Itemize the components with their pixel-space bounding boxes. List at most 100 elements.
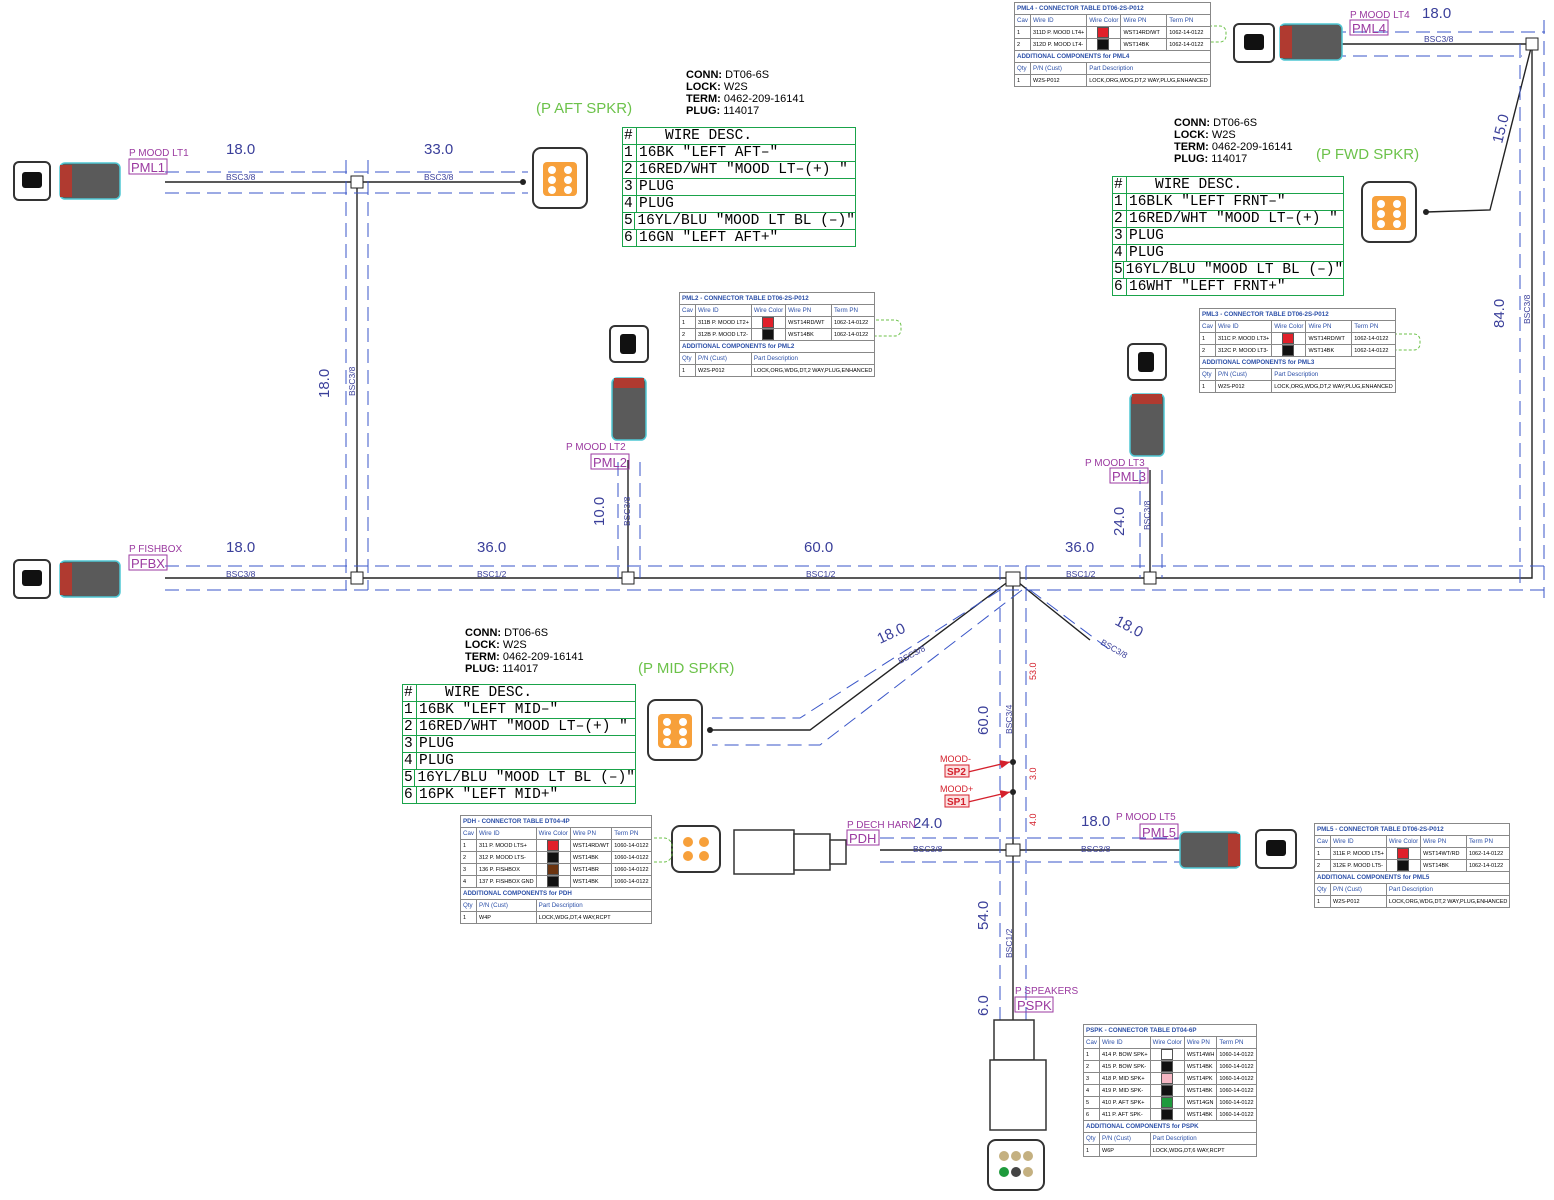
wire-color-cell bbox=[1086, 38, 1122, 51]
column-header: Term PN bbox=[611, 827, 652, 840]
wire-description: PLUG bbox=[639, 196, 674, 212]
column-header: Qty bbox=[1313, 883, 1332, 896]
part-description: LOCK,WDG,DT,4 WAY,RCPT bbox=[535, 911, 652, 924]
term-pn: 1062-14-0122 bbox=[1166, 38, 1211, 51]
wire-color-swatch bbox=[546, 852, 559, 863]
column-header: Qty bbox=[678, 352, 697, 365]
column-header: Part Description bbox=[1149, 1132, 1257, 1145]
sp2-id: SP2 bbox=[947, 767, 966, 778]
cavity: 2 bbox=[678, 328, 697, 341]
bundle-label: BSC3/8 bbox=[1424, 34, 1454, 44]
aft-speaker-title: (P AFT SPKR) bbox=[536, 100, 633, 117]
wire-color-swatch bbox=[761, 317, 774, 328]
dim-pml5: 18.0 bbox=[1081, 813, 1110, 830]
pml4-id: PML4 bbox=[1352, 21, 1386, 36]
additional-components-title: ADDITIONAL COMPONENTS for PML2 bbox=[678, 340, 876, 353]
cavity: 1 bbox=[1313, 847, 1332, 860]
qty: 1 bbox=[1082, 1144, 1101, 1157]
pin-number: 4 bbox=[623, 196, 637, 212]
wire-id: 312C P. MOOD LT3- bbox=[1215, 344, 1273, 357]
pdh-label: P DECH HARN bbox=[847, 820, 916, 831]
additional-components-title: ADDITIONAL COMPONENTS for PML3 bbox=[1199, 356, 1396, 369]
dim-down-b: 54.0 bbox=[975, 901, 992, 930]
part-number: W2S-P012 bbox=[1215, 380, 1273, 393]
cavity: 6 bbox=[1082, 1108, 1101, 1121]
pin-number: 1 bbox=[623, 145, 637, 161]
pin-number: # bbox=[403, 685, 417, 701]
cavity: 2 bbox=[1313, 859, 1332, 872]
wire-description: 16GN "LEFT AFT+" bbox=[639, 230, 779, 246]
splice-arrows bbox=[967, 760, 1011, 803]
wire-color-swatch bbox=[1396, 848, 1409, 859]
additional-components-title: ADDITIONAL COMPONENTS for PSPK bbox=[1083, 1120, 1257, 1133]
part-number: W4P bbox=[476, 911, 537, 924]
cavity: 3 bbox=[1082, 1072, 1101, 1085]
qty: 1 bbox=[678, 364, 697, 377]
dim-sp2: 3.0 bbox=[1028, 767, 1038, 780]
cavity: 1 bbox=[1082, 1048, 1101, 1061]
dimension-labels: 18.0 33.0 18.0 36.0 60.0 36.0 18.0 18.0 … bbox=[226, 5, 1513, 1016]
wire-id: 410 P. AFT SPK+ bbox=[1099, 1096, 1151, 1109]
wire-description: 16PK "LEFT MID+" bbox=[419, 787, 559, 803]
wire-id: 418 P. MID SPK+ bbox=[1099, 1072, 1151, 1085]
wire-pn: WST14BK bbox=[1420, 859, 1467, 872]
bundle-label: BSC1/2 bbox=[1066, 569, 1096, 579]
wire-id: 311 P. MOOD LTS+ bbox=[476, 839, 537, 852]
wire-desc-row: 1 16BK "LEFT AFT–" bbox=[623, 144, 855, 161]
fwd-speaker-specs: CONN: DT06-6S LOCK: W2S TERM: 0462-209-1… bbox=[1174, 117, 1293, 165]
wire-id: 414 P. BOW SPK+ bbox=[1099, 1048, 1151, 1061]
column-header: P/N (Cust) bbox=[1099, 1132, 1151, 1145]
pin-number: 2 bbox=[403, 719, 417, 735]
wire-color-swatch bbox=[1160, 1097, 1173, 1108]
sp2-label: MOOD- bbox=[940, 754, 971, 764]
pin-number: 4 bbox=[1113, 245, 1127, 261]
wire-color-cell bbox=[750, 328, 787, 341]
bundle-label: BSC3/8 bbox=[1522, 294, 1532, 324]
additional-components-title: ADDITIONAL COMPONENTS for PML5 bbox=[1313, 871, 1511, 884]
wire-id: 311E P. MOOD LT5+ bbox=[1330, 847, 1387, 860]
wire-pn: WST14BK bbox=[569, 851, 613, 864]
term-pn: 1062-14-0122 bbox=[830, 328, 876, 341]
wire-desc-row: 1 16BK "LEFT MID–" bbox=[403, 701, 635, 718]
column-header: Wire PN bbox=[1420, 835, 1467, 848]
column-header: P/N (Cust) bbox=[1215, 368, 1273, 381]
part-description: LOCK,ORG,WDG,DT,2 WAY,PLUG,ENHANCED bbox=[1271, 380, 1396, 393]
connector-fwd-speaker bbox=[1361, 181, 1417, 243]
table-title: PML2 - CONNECTOR TABLE DT06-2S-P012 bbox=[678, 292, 876, 305]
bundle-label: BSC3/8 bbox=[347, 366, 357, 396]
wire-id: 312E P. MOOD LT5- bbox=[1330, 859, 1387, 872]
pml5-label: P MOOD LT5 bbox=[1116, 812, 1176, 823]
dim-diag-r: 18.0 bbox=[1112, 613, 1146, 642]
column-header: Wire ID bbox=[1215, 320, 1273, 333]
column-header: P/N (Cust) bbox=[1030, 62, 1088, 75]
junction-markers bbox=[350, 37, 1539, 857]
aft-speaker-specs: CONN: DT06-6S LOCK: W2S TERM: 0462-209-1… bbox=[686, 69, 805, 117]
pspk-id: PSPK bbox=[1017, 998, 1052, 1013]
column-header: Qty bbox=[1082, 1132, 1101, 1145]
bundle-label: BSC3/8 bbox=[226, 569, 256, 579]
wire-pn: WST14PK bbox=[1183, 1072, 1218, 1085]
cavity: 4 bbox=[459, 875, 478, 888]
part-number: W2S-P012 bbox=[695, 364, 752, 377]
dim-pml1-b: 33.0 bbox=[424, 141, 453, 158]
term-pn: 1062-14-0122 bbox=[1351, 332, 1396, 345]
wire-pn: WST14BK bbox=[1305, 344, 1353, 357]
column-header: Cav bbox=[1313, 835, 1332, 848]
qty: 1 bbox=[1313, 895, 1332, 908]
table-title: PML4 - CONNECTOR TABLE DT06-2S-P012 bbox=[1014, 2, 1211, 15]
bundle-label: BSC3/4 bbox=[1004, 704, 1014, 734]
